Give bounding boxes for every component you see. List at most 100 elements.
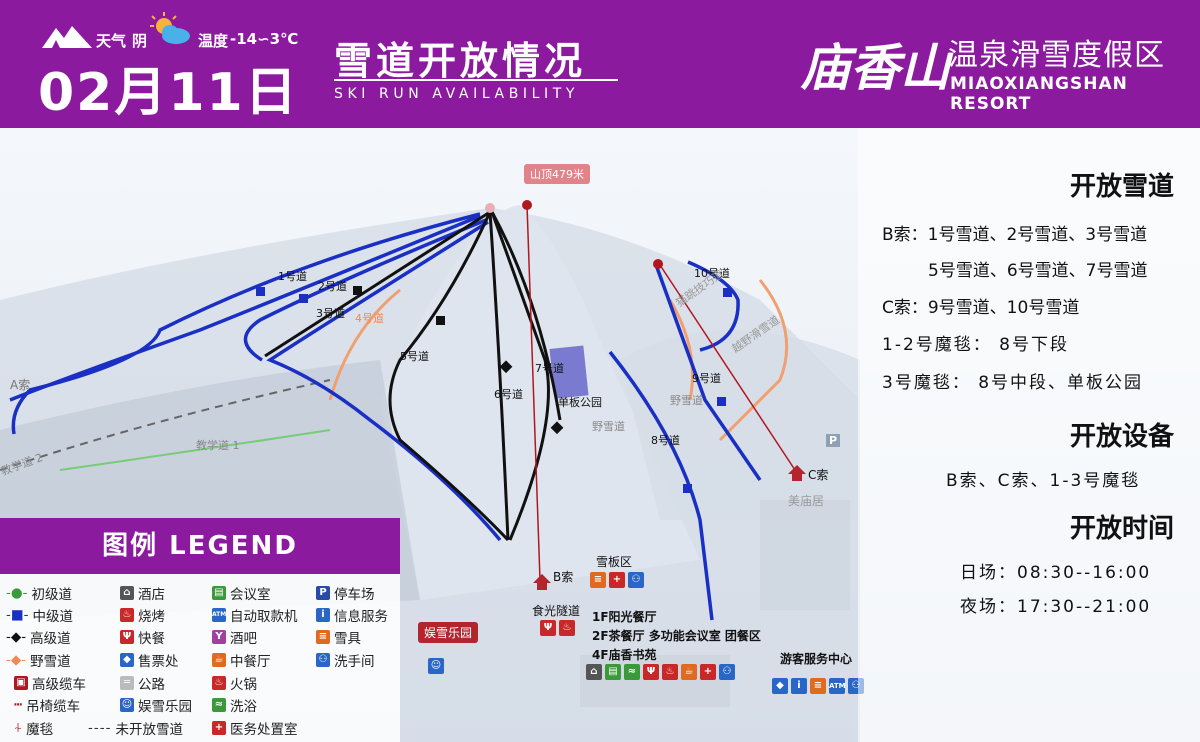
summit-label: 山顶479米 xyxy=(524,164,590,184)
lodge-icons: ⌂ ▤ ≈ Ψ ♨ ☕ + ⚇ xyxy=(586,664,735,680)
hotpot-icon: ♨ xyxy=(662,664,678,680)
lodge-floor-1: 1F阳光餐厅 xyxy=(592,610,657,624)
magic-carpet-icon: ⍭ xyxy=(14,720,23,736)
restaurant-icon: Ψ xyxy=(643,664,659,680)
run-label-5: 5号道 xyxy=(400,350,429,363)
legend-advanced: -◆-高级道 xyxy=(6,629,71,647)
map-legend: 图例 LEGEND -●-初级道 -■-中级道 -◆-高级道 -◆-野雪道 ▣高… xyxy=(0,518,400,742)
legend-equipment: ≡雪具 xyxy=(316,627,361,647)
run-label-3: 3号道 xyxy=(316,307,345,320)
meimiaoju-label: 美庙居 xyxy=(788,494,825,508)
legend-meeting-icon: ▤ xyxy=(212,586,226,600)
parking-icon: P xyxy=(826,434,841,447)
legend-medical-icon: + xyxy=(212,721,226,735)
legend-snow-park-icon: ☺ xyxy=(120,698,134,712)
legend-snow-park: ☺娱雪乐园 xyxy=(120,698,192,715)
gondola-icon: ▣ xyxy=(14,676,28,690)
legend-intermediate: -■-中级道 xyxy=(6,607,73,625)
legend-ticket: ◆售票处 xyxy=(120,650,179,670)
run-label-9: 9号道 xyxy=(692,372,721,385)
legend-atm-icon: ATM xyxy=(212,608,226,622)
lodge-restroom-icon: ⚇ xyxy=(719,664,735,680)
lodge-medical-icon: + xyxy=(700,664,716,680)
legend-chinese-restaurant-icon: ☕ xyxy=(212,653,226,667)
atm-icon: ATM xyxy=(829,678,846,694)
header-banner: 天气 阴 温度 -14∽3℃ 02月11日 雪道开放情况 SKI RUN AVA… xyxy=(0,0,1200,128)
legend-restroom: ⚇洗手间 xyxy=(316,650,375,670)
open-runs-line-3: C索：9号雪道、10号雪道 xyxy=(882,298,1080,318)
medical-icon: + xyxy=(609,572,625,588)
legend-unopened: ----未开放雪道 xyxy=(88,720,183,738)
weather-label: 天气 xyxy=(96,32,127,50)
equipment-icon: ≡ xyxy=(810,678,826,694)
page-title: 雪道开放情况 xyxy=(334,39,587,83)
chairlift-icon: ┅ xyxy=(14,697,23,713)
info-icon: i xyxy=(791,678,807,694)
meeting-room-icon: ▤ xyxy=(605,664,621,680)
chinese-restaurant-icon: ☕ xyxy=(681,664,697,680)
legend-bath-icon: ≈ xyxy=(212,698,226,712)
legend-magic-carpet: ⍭魔毯 xyxy=(14,720,54,738)
freeride-run-icon: -◆- xyxy=(6,652,27,668)
run-label-2: 2号道 xyxy=(318,280,347,293)
day-session-hours: 日场：08:30--16:00 xyxy=(960,563,1152,583)
lift-a-label: A索 xyxy=(10,378,31,392)
legend-bbq: ♨烧烤 xyxy=(120,605,165,625)
legend-chinese-restaurant: ☕中餐厅 xyxy=(212,650,271,670)
bbq-icon: ♨ xyxy=(559,620,575,636)
lift-c-label: C索 xyxy=(808,468,829,482)
freeride-label-2: 野雪道 xyxy=(670,394,703,407)
open-runs-line-2: 5号雪道、6号雪道、7号雪道 xyxy=(928,261,1148,281)
hours-heading: 开放时间 xyxy=(1069,514,1174,544)
legend-hotpot: ♨火锅 xyxy=(212,673,257,693)
snowboard-area-label: 雪板区 xyxy=(596,555,633,569)
legend-restroom-icon: ⚇ xyxy=(316,653,330,667)
brand-script-logo: 庙香山 xyxy=(800,38,950,97)
snowboard-area-icons: ≡ + ⚇ xyxy=(590,572,644,588)
bath-icon: ≈ xyxy=(624,664,640,680)
teaching-run-1-label: 教学道 1 xyxy=(196,439,240,452)
brand-name: 温泉滑雪度假区 xyxy=(948,38,1165,73)
weather-value: 阴 xyxy=(132,32,148,50)
lift-b-label: B索 xyxy=(553,570,574,584)
snow-park-sign: 娱雪乐园 xyxy=(418,622,479,643)
legend-meeting: ▤会议室 xyxy=(212,583,271,603)
legend-road-icon: ═ xyxy=(120,676,134,690)
legend-road: ═公路 xyxy=(120,673,165,693)
fast-food-icon: Ψ xyxy=(540,620,556,636)
run-label-8: 8号道 xyxy=(651,434,680,447)
legend-ticket-icon: ◆ xyxy=(120,653,134,667)
advanced-run-icon: -◆- xyxy=(6,629,27,645)
open-runs-line-5: 3号魔毯： 8号中段、单板公园 xyxy=(882,373,1144,393)
beginner-run-icon: -●- xyxy=(6,585,28,601)
legend-chairlift: ┅吊椅缆车 xyxy=(14,697,81,715)
title-divider xyxy=(334,79,618,81)
lodge-floor-2: 2F茶餐厅 多功能会议室 团餐区 xyxy=(592,629,761,643)
restroom-icon: ⚇ xyxy=(628,572,644,588)
tunnel-icons: Ψ ♨ xyxy=(540,620,575,636)
ticket-icon: ◆ xyxy=(772,678,788,694)
open-facilities-heading: 开放设备 xyxy=(1069,422,1174,452)
legend-info-icon: i xyxy=(316,608,330,622)
visitor-center-label: 游客服务中心 xyxy=(780,652,853,666)
open-runs-heading: 开放雪道 xyxy=(1069,172,1174,202)
snowboard-park-label: 单板公园 xyxy=(558,396,602,409)
legend-bar-icon: Y xyxy=(212,630,226,644)
legend-hotel-icon: ⌂ xyxy=(120,586,134,600)
unopened-run-icon: ---- xyxy=(88,720,112,736)
intermediate-run-icon: -■- xyxy=(6,607,29,623)
snow-park-icons: ☺ xyxy=(428,658,444,674)
partly-cloudy-icon xyxy=(150,12,190,44)
ski-rental-icon: ≡ xyxy=(590,572,606,588)
legend-medical: +医务处置室 xyxy=(212,718,298,738)
food-tunnel-label: 食光隧道 xyxy=(532,604,581,618)
page-subtitle: SKI RUN AVAILABILITY xyxy=(334,86,580,102)
run-label-10: 10号道 xyxy=(694,267,730,280)
temperature-value: -14∽3℃ xyxy=(230,30,299,48)
temperature-label: 温度 xyxy=(198,32,229,50)
mountain-logo-icon xyxy=(42,26,92,48)
